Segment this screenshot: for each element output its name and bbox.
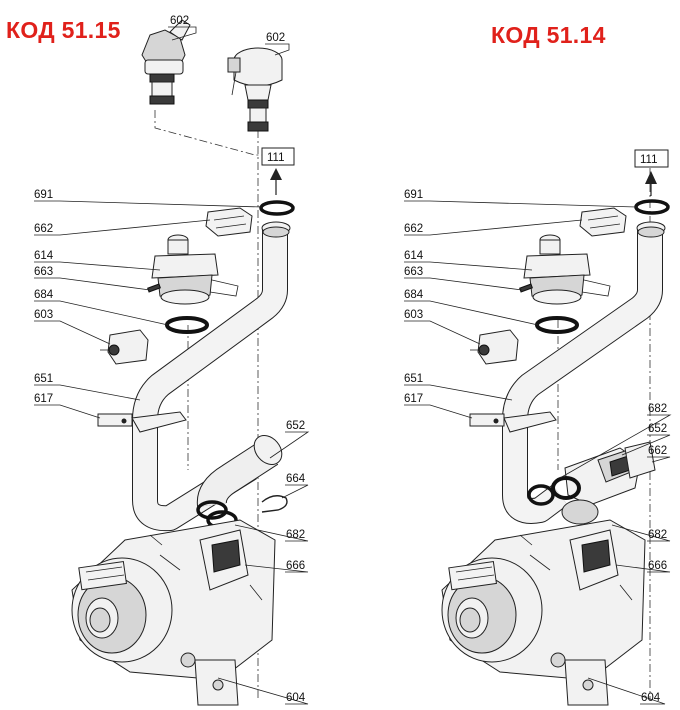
right-label-691: 691 — [404, 189, 423, 201]
right-o-ring-682a — [527, 484, 555, 506]
right-label-617: 617 — [404, 393, 423, 405]
right-label-603: 603 — [404, 309, 423, 321]
left-pressure-sensor-a — [141, 19, 191, 105]
left-pipe-651 — [132, 221, 291, 532]
right-label-614: 614 — [404, 250, 424, 262]
right-label-651: 651 — [404, 373, 423, 385]
right-clip-603 — [470, 329, 519, 365]
right-leaders — [404, 200, 672, 705]
left-label-662: 662 — [34, 223, 53, 235]
right-label-684: 684 — [404, 289, 424, 301]
left-label-666: 666 — [286, 560, 305, 572]
left-o-ring-691 — [259, 200, 295, 216]
left-code-title: КОД 51.15 — [6, 17, 121, 43]
right-label-663: 663 — [404, 266, 423, 278]
right-label-682a: 682 — [648, 403, 667, 415]
left-arrow-head — [270, 168, 282, 180]
right-bracket-617 — [469, 411, 557, 433]
left-label-652: 652 — [286, 420, 305, 432]
right-label-111: 111 — [640, 154, 657, 166]
left-label-111: 111 — [267, 152, 284, 164]
left-ref-box — [261, 147, 295, 166]
right-o-ring-684 — [535, 316, 579, 334]
left-label-691: 691 — [34, 189, 53, 201]
left-pipe-652 — [196, 435, 283, 507]
left-label-602b: 602 — [266, 32, 285, 44]
left-label-664: 664 — [286, 473, 306, 485]
left-clip-603 — [100, 329, 149, 365]
left-clip-664 — [261, 495, 288, 513]
left-o-ring-682a — [196, 500, 228, 520]
right-clip-662a — [579, 207, 627, 237]
left-label-651: 651 — [34, 373, 53, 385]
left-pressure-sensor-b — [227, 47, 283, 132]
right-label-662a: 662 — [404, 223, 423, 235]
left-o-ring-684 — [165, 316, 209, 334]
right-pump-inlet — [561, 499, 599, 525]
left-label-684: 684 — [34, 289, 54, 301]
right-label-652: 652 — [648, 423, 667, 435]
left-label-602a: 602 — [170, 15, 189, 27]
right-code-title: КОД 51.14 — [491, 22, 606, 48]
left-label-614: 614 — [34, 250, 54, 262]
left-bracket-617 — [97, 411, 187, 433]
left-assembly: 111 — [34, 15, 310, 706]
left-leaders — [34, 26, 310, 705]
left-label-617: 617 — [34, 393, 53, 405]
left-clip-662 — [205, 207, 253, 237]
left-label-604: 604 — [286, 692, 306, 704]
right-arrow-head — [645, 171, 657, 184]
right-air-vent-614 — [519, 234, 611, 305]
right-label-662b: 662 — [648, 445, 667, 457]
right-pipe-651 — [502, 221, 666, 524]
right-assembly: 111 — [404, 149, 672, 706]
right-o-ring-691 — [634, 199, 670, 215]
left-air-vent-614 — [147, 234, 239, 305]
left-label-682: 682 — [286, 529, 305, 541]
right-pump-604 — [441, 519, 646, 706]
left-label-663: 663 — [34, 266, 53, 278]
right-label-604: 604 — [641, 692, 661, 704]
right-label-682b: 682 — [648, 529, 667, 541]
left-label-603: 603 — [34, 309, 53, 321]
right-o-ring-682b — [551, 476, 581, 500]
left-centerline-sensor — [154, 110, 262, 156]
right-ref-box — [634, 149, 669, 168]
left-pump-604 — [71, 519, 276, 706]
right-label-666: 666 — [648, 560, 667, 572]
